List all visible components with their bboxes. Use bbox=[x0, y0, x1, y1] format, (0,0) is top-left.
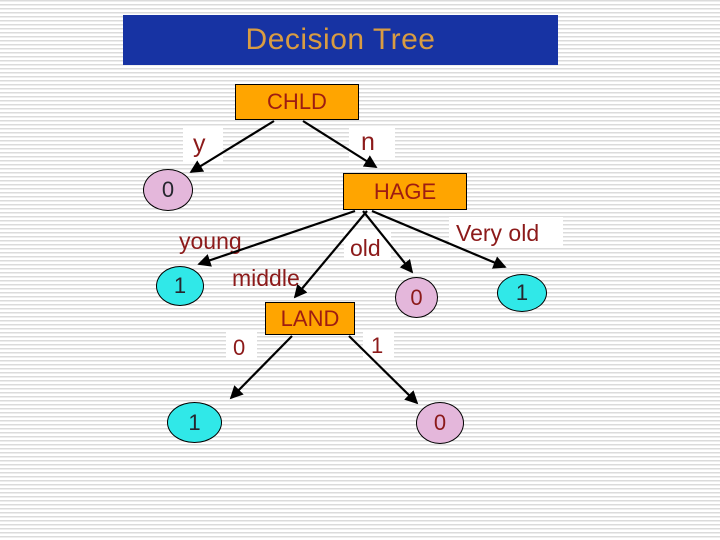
node-land-label: LAND bbox=[280, 305, 340, 331]
slide-title: Decision Tree bbox=[245, 23, 436, 56]
edge-label-land-one: 1 bbox=[371, 333, 384, 358]
edge-label-y: y bbox=[193, 130, 206, 158]
node-hage[interactable]: HAGE bbox=[343, 173, 467, 210]
edge-label-n: n bbox=[361, 128, 375, 156]
leaf-hage-young[interactable]: 1 bbox=[156, 266, 204, 306]
node-chld-label: CHLD bbox=[267, 89, 327, 114]
node-land[interactable]: LAND bbox=[265, 302, 355, 335]
leaf-land-0-label: 1 bbox=[188, 409, 201, 435]
leaf-land-0[interactable]: 1 bbox=[167, 402, 222, 443]
leaf-hage-old[interactable]: 0 bbox=[395, 277, 438, 318]
leaf-chld-y[interactable]: 0 bbox=[143, 169, 193, 211]
edge-label-very-old: Very old bbox=[456, 220, 540, 246]
leaf-chld-y-label: 0 bbox=[161, 177, 175, 202]
edge-label-middle: middle bbox=[232, 265, 300, 291]
node-hage-label: HAGE bbox=[373, 178, 437, 204]
slide-title-bar: Decision Tree bbox=[123, 15, 558, 65]
node-chld[interactable]: CHLD bbox=[235, 84, 359, 120]
edge-label-land-zero: 0 bbox=[233, 335, 246, 360]
leaf-hage-veryold[interactable]: 1 bbox=[497, 274, 547, 312]
leaf-hage-young-label: 1 bbox=[173, 273, 187, 298]
edge-label-old: old bbox=[350, 235, 381, 261]
edge-label-young: young bbox=[179, 228, 242, 254]
leaf-hage-veryold-label: 1 bbox=[515, 280, 529, 305]
leaf-hage-old-label: 0 bbox=[410, 284, 423, 310]
leaf-land-1[interactable]: 0 bbox=[416, 402, 464, 444]
leaf-land-1-label: 0 bbox=[433, 410, 447, 435]
